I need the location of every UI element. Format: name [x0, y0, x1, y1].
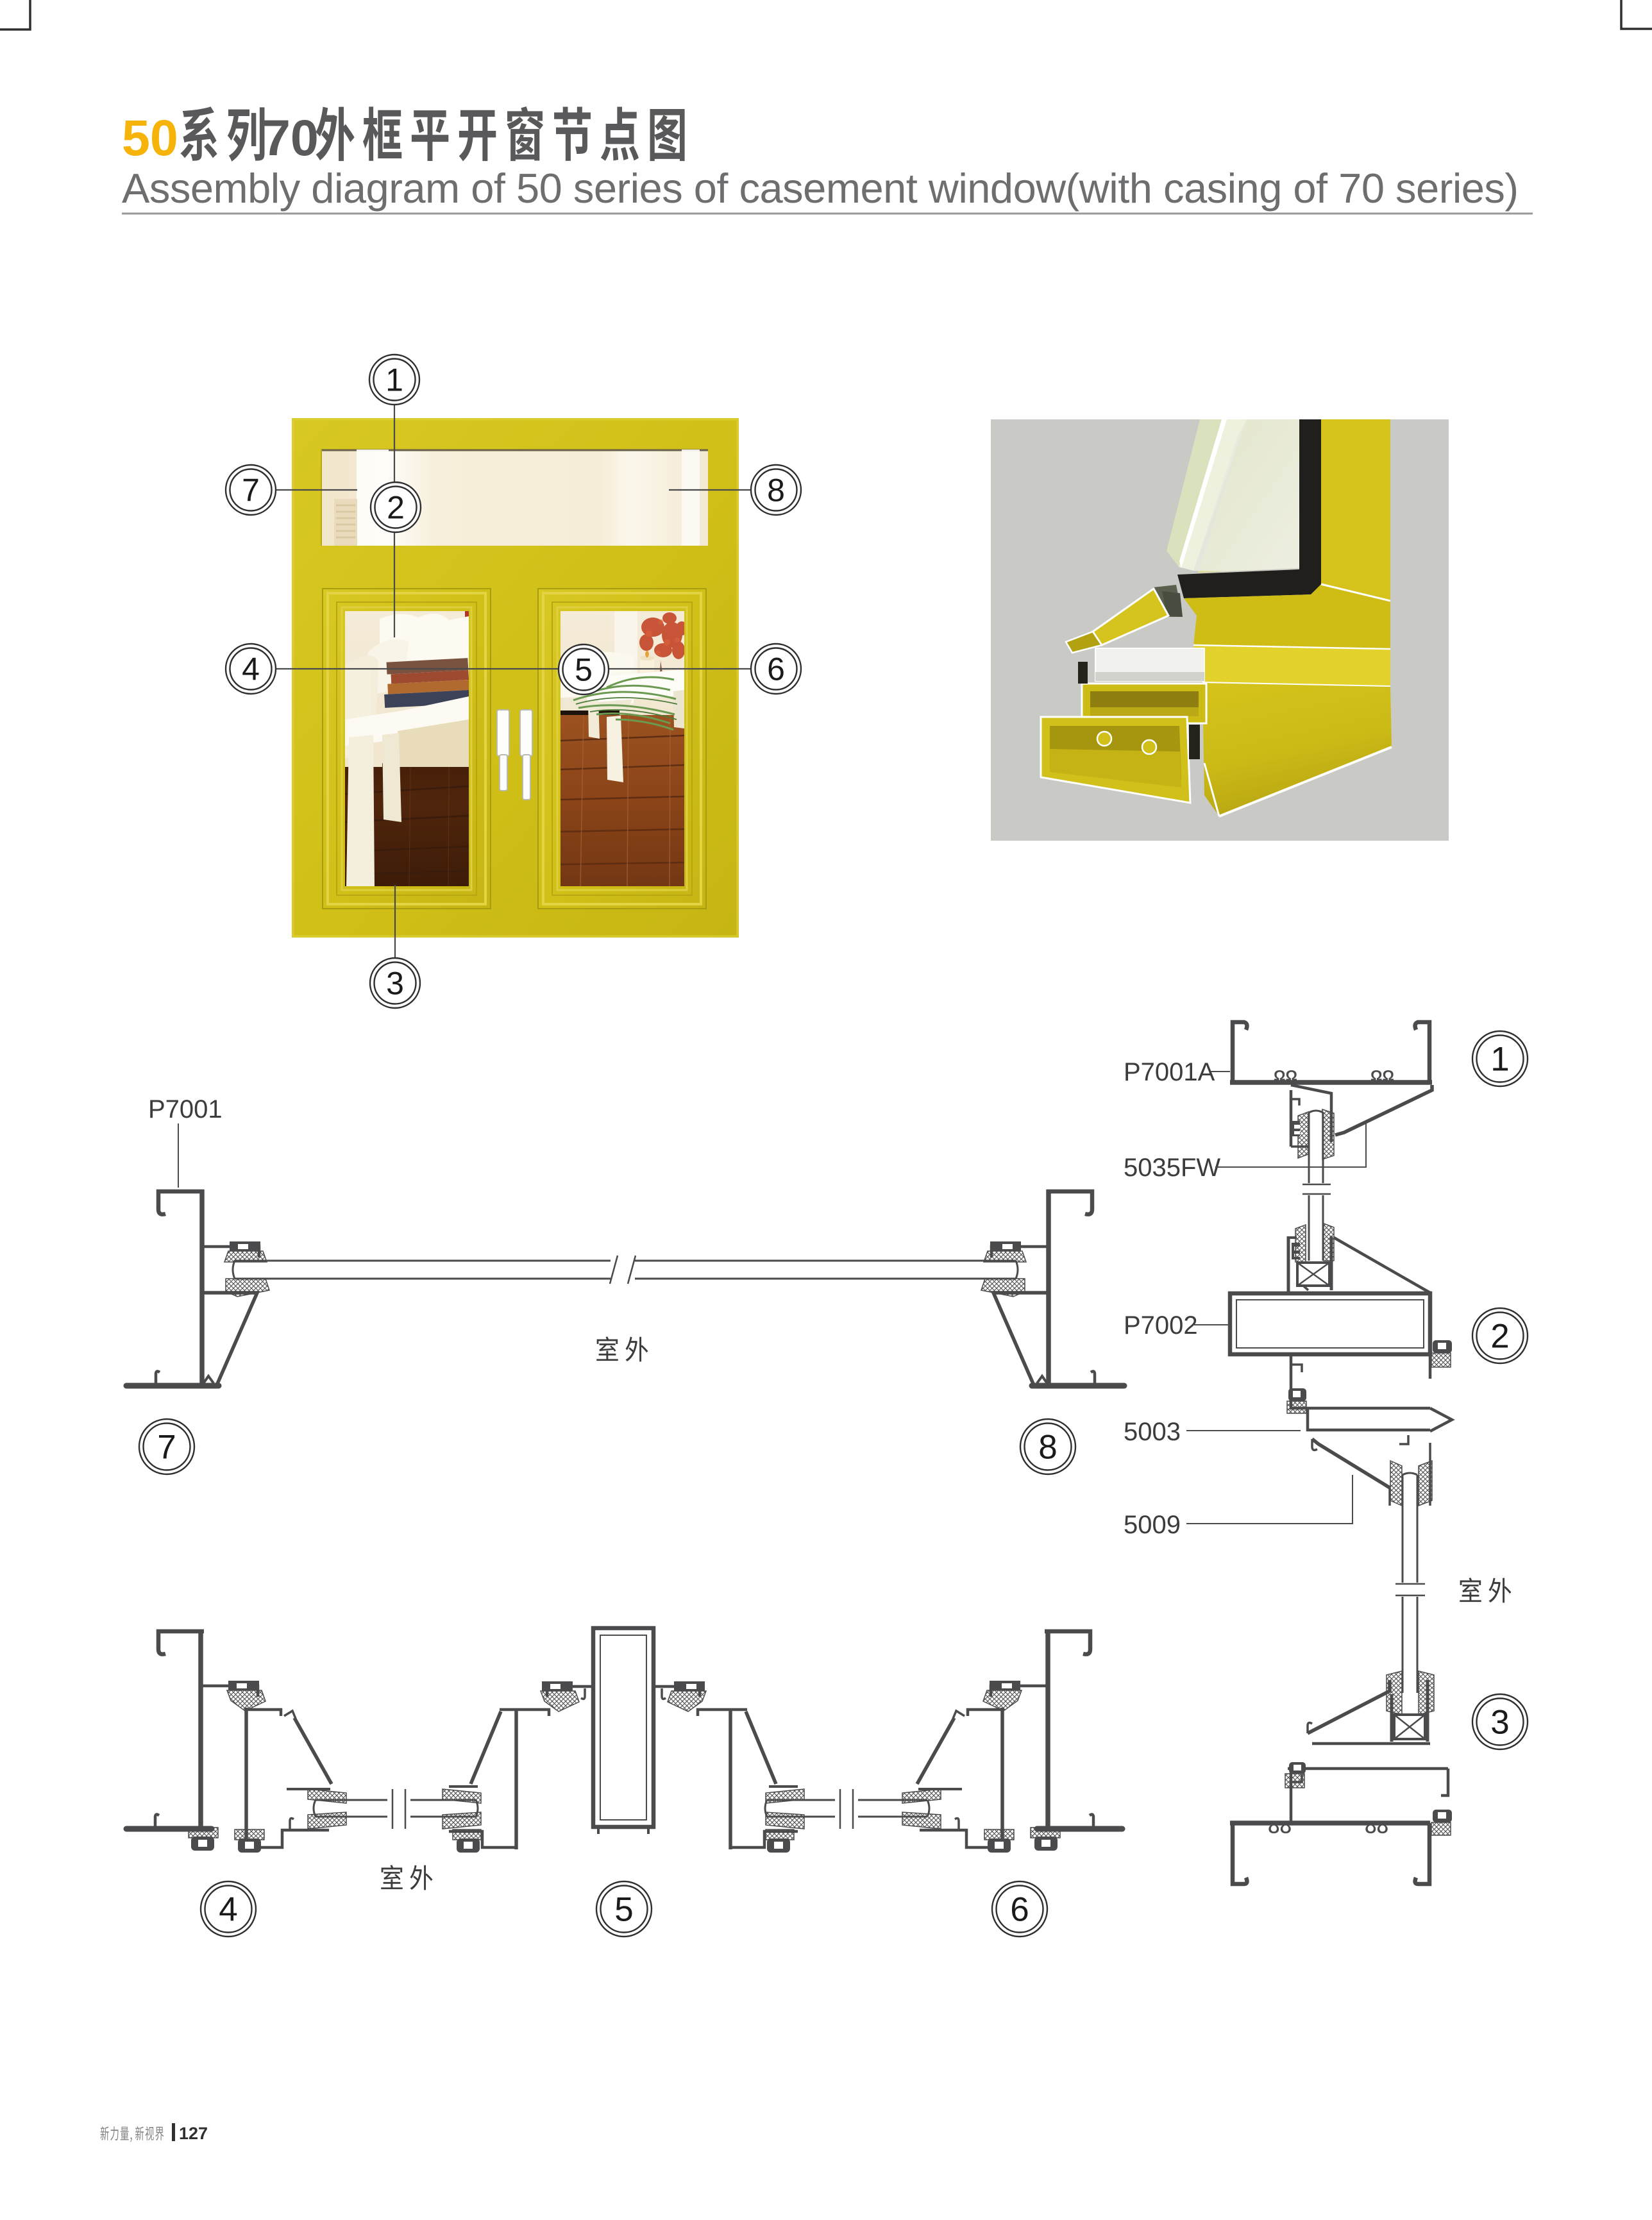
svg-text:1: 1	[385, 362, 403, 398]
svg-text:4: 4	[219, 1891, 237, 1929]
svg-text:P7001: P7001	[148, 1095, 223, 1123]
svg-text:3: 3	[1490, 1704, 1509, 1742]
svg-text:8: 8	[767, 473, 785, 509]
svg-text:1: 1	[1490, 1041, 1509, 1079]
svg-text:5: 5	[575, 652, 593, 688]
svg-text:ΩΩ: ΩΩ	[1370, 1067, 1394, 1084]
svg-text:5003: 5003	[1124, 1418, 1181, 1446]
svg-text:ΩΩ: ΩΩ	[1365, 1820, 1388, 1837]
svg-text:P7002: P7002	[1124, 1311, 1198, 1340]
svg-text:6: 6	[1010, 1891, 1029, 1929]
svg-text:P7001A: P7001A	[1124, 1058, 1215, 1086]
svg-text:4: 4	[242, 652, 260, 687]
svg-text:Assembly diagram of 50 series: Assembly diagram of 50 series of casemen…	[122, 165, 1519, 212]
svg-text:3: 3	[386, 966, 404, 1002]
svg-text:7: 7	[157, 1429, 176, 1467]
svg-text:8: 8	[1038, 1429, 1057, 1467]
svg-text:2: 2	[387, 490, 405, 526]
svg-text:6: 6	[767, 652, 785, 687]
svg-text:ΩΩ: ΩΩ	[1268, 1820, 1292, 1837]
svg-text:5: 5	[614, 1891, 633, 1929]
svg-text:70: 70	[262, 109, 319, 166]
svg-text:127: 127	[179, 2124, 208, 2143]
svg-text:5035FW: 5035FW	[1124, 1154, 1220, 1182]
svg-text:2: 2	[1490, 1318, 1509, 1356]
svg-text:7: 7	[242, 473, 260, 509]
svg-text:5009: 5009	[1124, 1511, 1181, 1539]
svg-text:ΩΩ: ΩΩ	[1274, 1067, 1297, 1084]
svg-text:50: 50	[122, 109, 178, 166]
